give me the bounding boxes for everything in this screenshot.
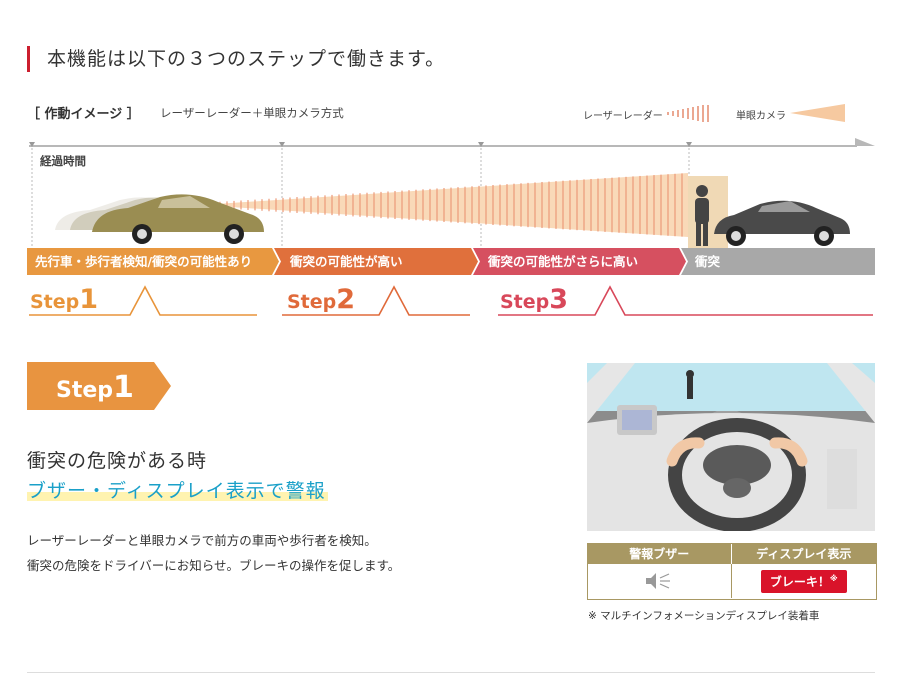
step1-badge xyxy=(27,362,171,410)
speaker-icon xyxy=(646,573,671,589)
display-cell: ブレーキ！※ xyxy=(732,564,877,598)
step-label-1: Step1 xyxy=(30,284,99,315)
legend-camera-label: 単眼カメラ xyxy=(736,111,786,122)
alert-table: 警報ブザー ディスプレイ表示 ブレーキ！※ xyxy=(587,543,877,600)
step-label-2: Step2 xyxy=(287,284,356,315)
step1-badge-text: Step1 xyxy=(56,370,134,405)
sensor-beam-graphic xyxy=(200,173,688,237)
detail-heading: 衝突の危険がある時 xyxy=(27,450,208,472)
cockpit-illustration xyxy=(587,363,875,531)
diagram-label: ［ 作動イメージ ］ xyxy=(27,107,140,122)
divider xyxy=(27,672,875,673)
phase-label-3: 衝突の可能性がさらに高い xyxy=(488,254,639,269)
detail-subheading: ブザー・ディスプレイ表示で警報 xyxy=(27,476,328,503)
buzzer-cell xyxy=(588,564,732,598)
vehicle-ahead-image xyxy=(714,200,850,246)
phase-bar xyxy=(27,248,875,275)
detail-desc-line2: 衝突の危険をドライバーにお知らせ。ブレーキの操作を促します。 xyxy=(27,558,401,573)
pedestrian-image xyxy=(695,185,709,246)
elapsed-time-label: 経過時間 xyxy=(40,154,86,168)
alert-col-buzzer: 警報ブザー xyxy=(588,544,732,564)
phase-label-2: 衝突の可能性が高い xyxy=(290,254,403,269)
legend-radar-label: レーザーレーダー xyxy=(583,111,663,122)
detail-desc-line1: レーザーレーダーと単眼カメラで前方の車両や歩行者を検知。 xyxy=(27,533,377,548)
brake-warning-display: ブレーキ！※ xyxy=(760,569,847,593)
alert-col-display: ディスプレイ表示 xyxy=(731,544,876,564)
phase-label-1: 先行車・歩行者検知/衝突の可能性あり xyxy=(35,254,253,269)
section-title: 本機能は以下の３つのステップで働きます。 xyxy=(27,46,445,72)
phase-label-4: 衝突 xyxy=(695,254,721,269)
diagram-subtitle: レーザーレーダー＋単眼カメラ方式 xyxy=(160,106,344,120)
step-pulse-lines xyxy=(29,285,873,316)
legend-radar-icon xyxy=(667,105,709,122)
timeline-arrow xyxy=(29,138,875,147)
own-car-image xyxy=(55,194,264,244)
legend-camera-icon xyxy=(790,104,845,122)
step-label-3: Step3 xyxy=(500,284,569,315)
footnote: ※ マルチインフォメーションディスプレイ装着車 xyxy=(588,610,820,622)
